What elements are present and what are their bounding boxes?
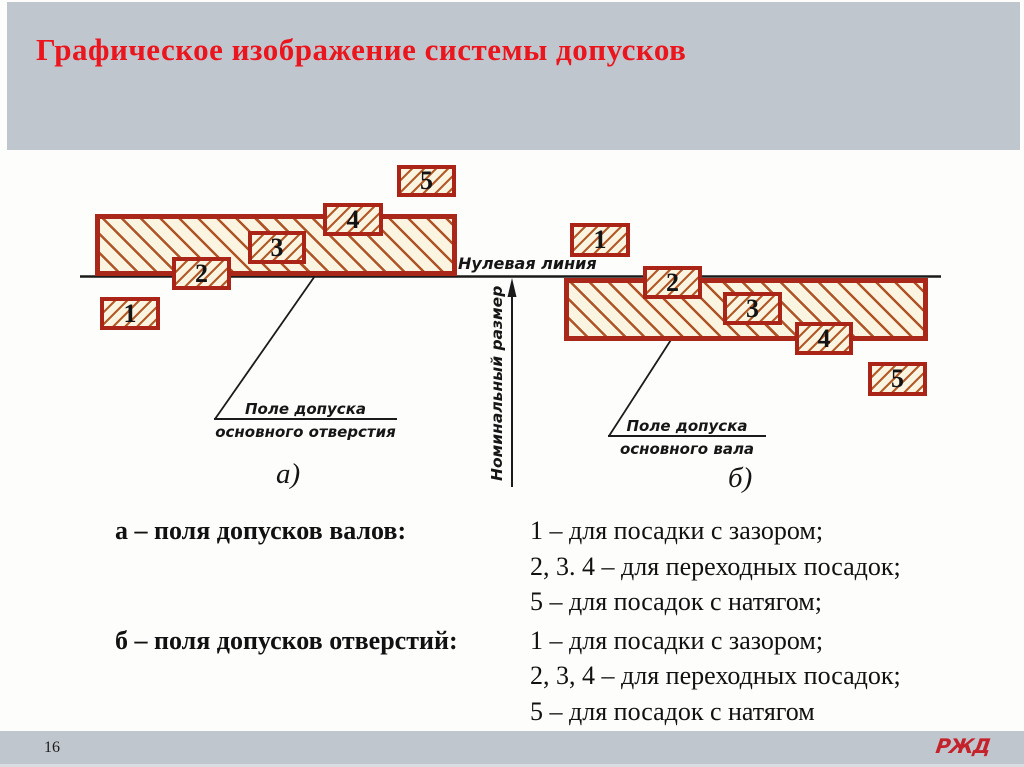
legend-item: 1 – для посадки с зазором; xyxy=(530,516,824,545)
legend: а – поля допусков валов: 1 – для посадки… xyxy=(115,513,995,729)
caption-line1: Поле допуска xyxy=(608,417,766,437)
diagram-b-sublabel: б) xyxy=(728,462,753,494)
caption-line2: основного отверстия xyxy=(215,423,396,441)
legend-item: 1 – для посадки с зазором; xyxy=(530,625,824,655)
box-number: 4 xyxy=(817,323,831,353)
rzd-logo: РЖД xyxy=(934,734,992,758)
tolerance-box-b2: 2 xyxy=(643,266,702,299)
caption-basic-hole: Поле допуска основного отверстия xyxy=(214,400,397,441)
tolerance-box-a4: 4 xyxy=(323,203,383,236)
box-number: 1 xyxy=(593,225,607,254)
legend-label-a: а – поля допусков валов: xyxy=(115,516,407,545)
footer-band: 16 РЖД xyxy=(0,731,1024,764)
tolerance-box-a2: 2 xyxy=(172,257,231,290)
tolerance-box-b5: 5 xyxy=(868,362,927,396)
nominal-size-label: Номинальный размер xyxy=(488,285,506,481)
caption-line2: основного вала xyxy=(619,440,755,458)
nominal-size-arrowhead xyxy=(507,278,517,297)
tolerance-box-a3: 3 xyxy=(248,231,306,264)
box-number: 4 xyxy=(346,204,360,234)
legend-item: 5 – для посадок с натягом; xyxy=(530,587,822,616)
header-band: Графическое изображение системы допусков xyxy=(7,2,1020,150)
legend-items-a: 1 – для посадки с зазором; 2, 3. 4 – для… xyxy=(530,513,995,620)
caption-line1: Поле допуска xyxy=(214,400,397,420)
tolerance-box-b4: 4 xyxy=(795,322,853,355)
legend-item: 2, 3, 4 – для переходных посадок; xyxy=(530,661,901,690)
caption-basic-shaft: Поле допуска основного вала xyxy=(608,417,766,458)
legend-item: 2, 3. 4 – для переходных посадок; xyxy=(530,551,901,581)
box-number: 5 xyxy=(420,166,433,195)
zero-line-label: Нулевая линия xyxy=(458,254,597,273)
footer-bottom-strip xyxy=(0,764,1024,767)
box-number: 5 xyxy=(891,364,904,393)
legend-row-a: а – поля допусков валов: 1 – для посадки… xyxy=(115,513,995,620)
legend-label-b: б – поля допусков отверстий: xyxy=(115,625,458,655)
legend-item: 5 – для посадок с натягом xyxy=(530,696,815,726)
leader-line-a xyxy=(214,262,325,420)
tolerance-box-a1: 1 xyxy=(100,297,160,330)
box-number: 3 xyxy=(270,232,284,262)
slide-title: Графическое изображение системы допусков xyxy=(36,32,687,67)
box-number: 2 xyxy=(195,258,208,288)
page-number: 16 xyxy=(44,739,60,756)
box-number: 3 xyxy=(746,293,759,323)
box-number: 1 xyxy=(123,298,137,328)
legend-items-b: 1 – для посадки с зазором; 2, 3, 4 – для… xyxy=(530,623,995,730)
legend-row-b: б – поля допусков отверстий: 1 – для пос… xyxy=(115,623,995,730)
tolerance-box-a5: 5 xyxy=(397,165,456,197)
tolerance-box-b1: 1 xyxy=(570,223,630,257)
box-number: 2 xyxy=(666,267,679,297)
tolerance-box-b3: 3 xyxy=(723,292,782,325)
diagram-a-sublabel: а) xyxy=(276,458,301,490)
